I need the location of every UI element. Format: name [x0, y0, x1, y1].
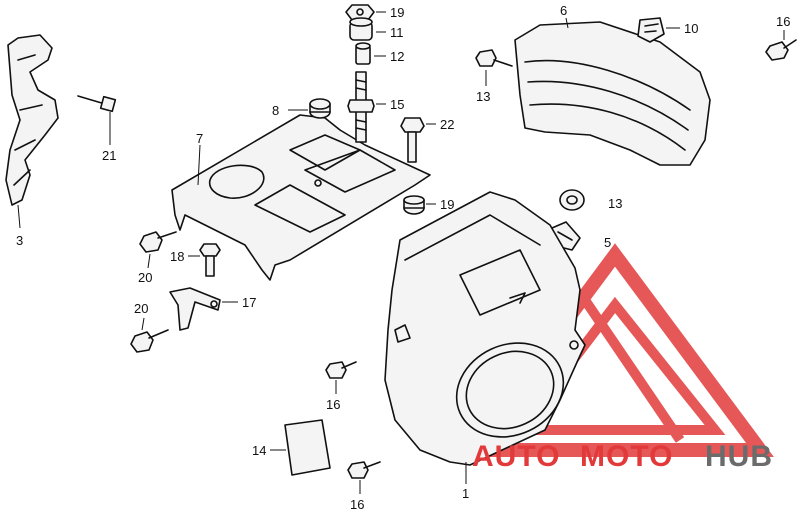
part-11-collar: [349, 17, 386, 41]
watermark-text-moto: MOTO: [580, 440, 673, 473]
part-13-grommet: [559, 189, 585, 211]
part-3-side-deflector: [5, 34, 59, 229]
callout-5: 5: [604, 235, 611, 250]
callout-14: 14: [252, 443, 266, 458]
part-22-bolt: [400, 117, 436, 163]
part-20-bolt-upper: [139, 231, 177, 269]
part-8-grommet: [288, 98, 331, 119]
callout-10: 10: [684, 21, 698, 36]
callout-13-upper: 13: [476, 89, 490, 104]
callout-1: 1: [462, 486, 469, 501]
part-16-bolt-middle: [325, 361, 357, 394]
watermark-diagonal: [580, 297, 685, 443]
callout-19-top: 19: [390, 5, 404, 20]
part-16-bolt-bottom: [347, 461, 381, 494]
part-16-bolt-topright: [765, 30, 797, 61]
callout-16-topright: 16: [776, 14, 790, 29]
callout-17: 17: [242, 295, 256, 310]
callout-18: 18: [170, 249, 184, 264]
watermark-text-auto: AUTO: [472, 440, 560, 473]
callout-19-lower: 19: [440, 197, 454, 212]
part-7-bracket-plate: [171, 114, 431, 281]
part-20-bolt-lower: [130, 317, 169, 353]
callout-22: 22: [440, 117, 454, 132]
watermark-text: AUTO MOTO HUB: [472, 440, 773, 473]
part-21-bolt: [77, 95, 117, 145]
part-17-bracket: [169, 287, 238, 331]
callout-16-bottom: 16: [350, 497, 364, 512]
callout-13-right: 13: [608, 196, 622, 211]
part-19-grommet: [403, 195, 436, 215]
callout-12: 12: [390, 49, 404, 64]
part-15-stud: [347, 71, 386, 143]
callout-16-middle: 16: [326, 397, 340, 412]
part-6-cover: [514, 17, 711, 166]
callout-20-upper: 20: [138, 270, 152, 285]
part-12-spacer: [355, 42, 386, 65]
part-10-clip: [637, 17, 680, 43]
part-1-fan-shroud: [384, 191, 586, 484]
callout-6: 6: [560, 3, 567, 18]
callout-20-lower: 20: [134, 301, 148, 316]
part-18-bolt: [188, 243, 221, 277]
callout-7: 7: [196, 131, 203, 146]
callout-3: 3: [16, 233, 23, 248]
callout-8: 8: [272, 103, 279, 118]
part-14-label-plate: [270, 419, 331, 476]
part-13-bolt-upper: [475, 49, 513, 86]
callout-11: 11: [390, 25, 404, 40]
callout-21: 21: [102, 148, 116, 163]
callout-15: 15: [390, 97, 404, 112]
watermark-text-hub: HUB: [705, 440, 773, 473]
